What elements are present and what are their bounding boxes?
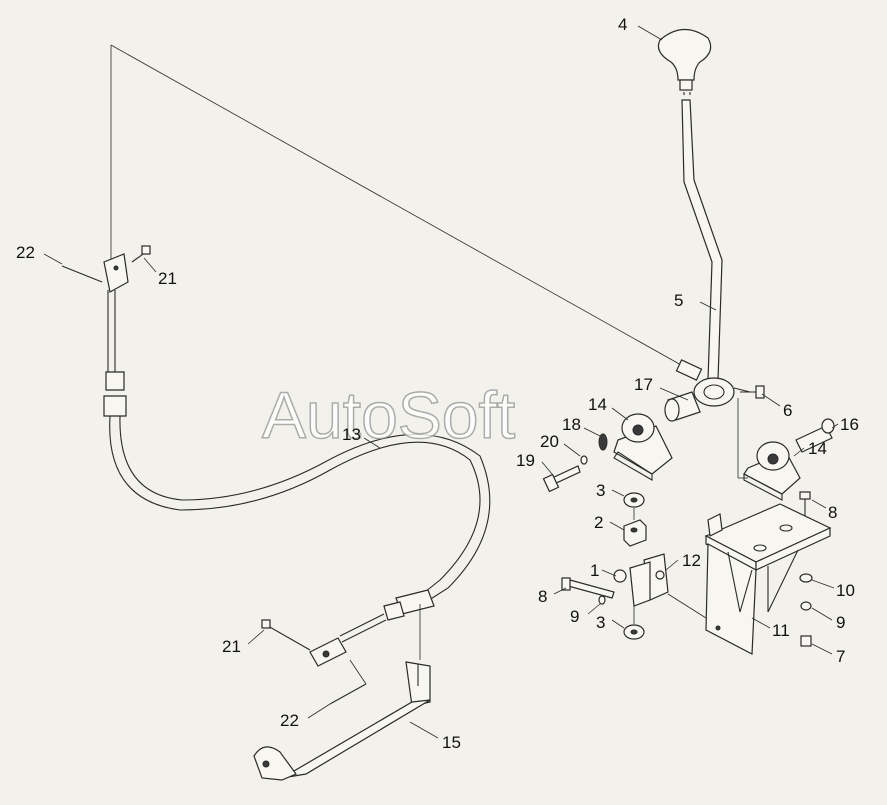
clevis-pin-21-lower xyxy=(261,619,311,651)
washer-10 xyxy=(799,573,813,583)
callout-14-right: 14 xyxy=(808,439,827,458)
pivot-pin xyxy=(675,359,703,381)
clevis-upper xyxy=(103,253,129,293)
callout-labels: 4 5 6 17 14 18 20 19 16 14 8 3 2 1 12 8 … xyxy=(16,15,859,752)
callout-14-left: 14 xyxy=(588,395,607,414)
callout-21-lower: 21 xyxy=(222,637,241,656)
bolt-6 xyxy=(740,385,765,399)
callout-22-upper: 22 xyxy=(16,243,35,262)
shift-lever-rod xyxy=(681,92,751,407)
callout-22-lower: 22 xyxy=(280,711,299,730)
callout-16: 16 xyxy=(840,415,859,434)
callout-11: 11 xyxy=(772,621,790,640)
callout-7: 7 xyxy=(836,647,845,666)
clevis-pin-21-upper xyxy=(131,245,151,263)
callout-3-lower: 3 xyxy=(596,613,605,632)
callout-8-lower: 8 xyxy=(538,587,547,606)
callout-12: 12 xyxy=(682,551,701,570)
washer-9-right xyxy=(800,601,812,611)
washer-20 xyxy=(580,455,588,465)
callout-17: 17 xyxy=(634,375,653,394)
mounting-plate-11 xyxy=(704,503,832,655)
leader-line xyxy=(667,593,707,619)
callout-8-upper: 8 xyxy=(828,503,837,522)
cotter-pin-22-upper xyxy=(61,265,103,283)
callout-10: 10 xyxy=(836,581,855,600)
watermark-text: AutoSoft xyxy=(262,378,515,452)
callout-21-upper: 21 xyxy=(158,269,177,288)
callout-1: 1 xyxy=(590,561,599,580)
block-2 xyxy=(623,519,647,547)
callout-2: 2 xyxy=(594,513,603,532)
callout-5: 5 xyxy=(674,291,683,310)
callout-13: 13 xyxy=(342,425,361,444)
callout-15: 15 xyxy=(442,733,461,752)
callout-3-upper: 3 xyxy=(596,481,605,500)
bracket-14-right xyxy=(743,441,801,501)
shift-knob xyxy=(657,28,712,91)
callout-9-right: 9 xyxy=(836,613,845,632)
bolt-8-lower xyxy=(561,577,615,599)
washer-9-left xyxy=(598,595,606,605)
callout-20: 20 xyxy=(540,432,559,451)
bracket-14-left xyxy=(613,413,673,481)
nut-7 xyxy=(800,635,812,647)
callout-9-left: 9 xyxy=(570,607,579,626)
reference-line xyxy=(110,44,691,371)
callout-6: 6 xyxy=(783,401,792,420)
callout-4: 4 xyxy=(618,15,627,34)
bolt-19 xyxy=(542,465,581,493)
cable-13 xyxy=(103,290,491,643)
washer-18 xyxy=(598,433,608,451)
bracket-12 xyxy=(629,553,669,607)
bushing-17 xyxy=(664,391,701,422)
bolt-1 xyxy=(613,569,627,583)
cotter-pin-22-lower xyxy=(329,659,367,705)
callout-19: 19 xyxy=(516,451,535,470)
pedal-lever-15 xyxy=(253,661,431,781)
callout-leaders xyxy=(43,25,839,739)
callout-18: 18 xyxy=(562,415,581,434)
clevis-lower xyxy=(309,637,347,667)
pin-16 xyxy=(795,418,835,453)
